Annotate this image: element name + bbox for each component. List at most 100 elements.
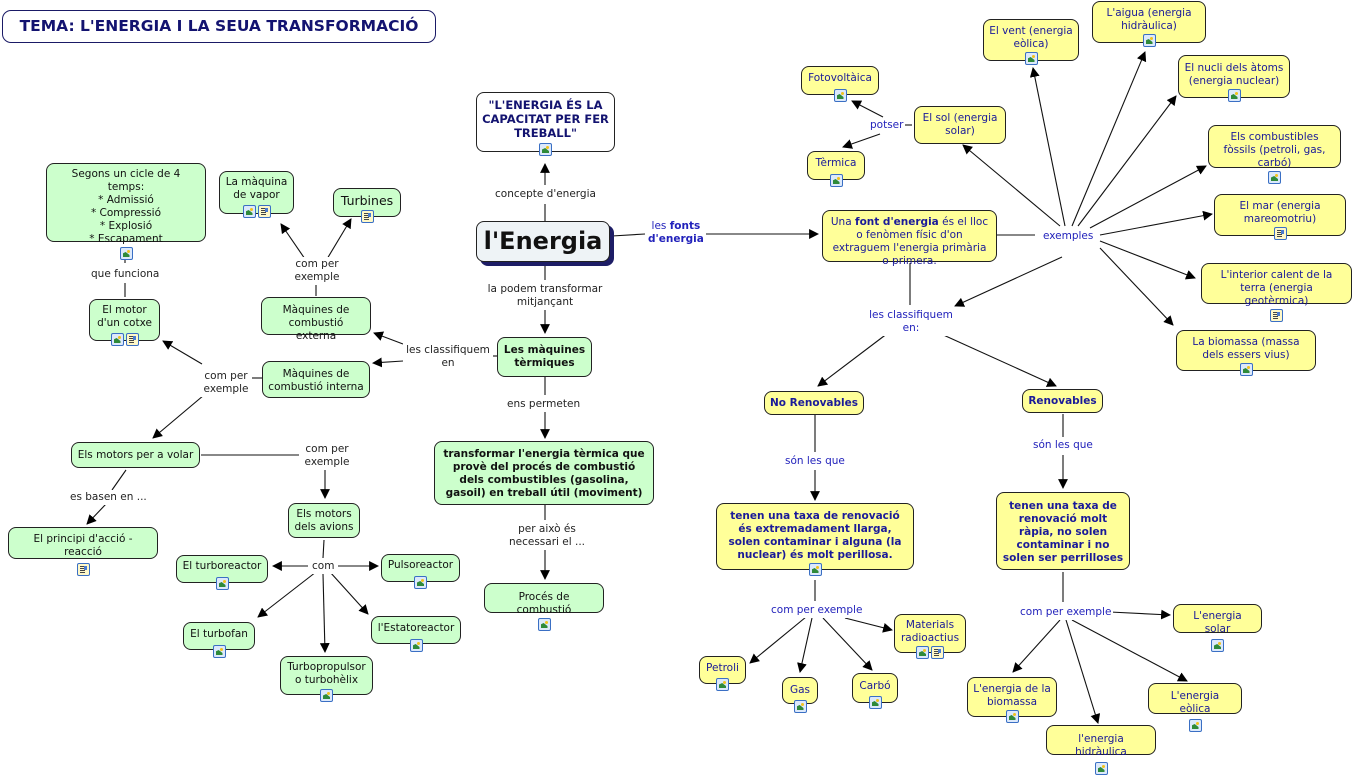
document-resource-icon[interactable]	[1270, 309, 1283, 322]
node-energia-biomassa[interactable]: L'energia de la biomassa	[967, 677, 1057, 723]
image-resource-icon[interactable]	[793, 700, 807, 713]
node-fotovoltaica[interactable]: Fotovoltàica	[801, 66, 879, 102]
node-text: Els motors dels avions	[294, 508, 354, 533]
link-com-per-exemple-ext: com per exemple	[289, 257, 345, 285]
image-resource-icon[interactable]	[409, 639, 423, 652]
node-combustibles-fossils[interactable]: Els combustibles fòssils (petroli, gas, …	[1208, 125, 1341, 184]
node-text: Fotovoltàica	[808, 72, 872, 84]
node-combustio-interna[interactable]: Màquines de combustió interna	[262, 361, 370, 398]
node-font-energia-definicio[interactable]: Una font d'energia és el lloc o fenòmen …	[822, 210, 997, 267]
node-energia-hidraulica[interactable]: l'energia hidràulica	[1046, 725, 1156, 775]
link-son-les-que-nr: són les que	[783, 454, 847, 469]
image-resource-icon[interactable]	[110, 333, 124, 346]
node-biomassa-font[interactable]: La biomassa (massa dels essers vius)	[1176, 330, 1316, 376]
document-resource-icon[interactable]	[360, 210, 374, 223]
document-resource-icon[interactable]	[125, 333, 139, 346]
node-principi-accio-reaccio[interactable]: El principi d'acció - reacció	[8, 527, 158, 576]
document-resource-icon[interactable]	[1273, 227, 1287, 240]
node-text: El mar (energia mareomotriu)	[1239, 200, 1321, 225]
node-gas[interactable]: Gas	[782, 677, 818, 713]
image-resource-icon[interactable]	[833, 89, 847, 102]
node-pulsoreactor[interactable]: Pulsoreactor	[381, 554, 460, 589]
central-concept-node[interactable]: l'Energia	[476, 221, 610, 262]
node-text: Petroli	[706, 662, 739, 674]
node-geotermica[interactable]: L'interior calent de la terra (energia g…	[1201, 263, 1352, 322]
node-text: El nucli dels àtoms (energia nuclear)	[1184, 62, 1284, 87]
image-resource-icon[interactable]	[414, 576, 427, 589]
link-que-funciona: que funciona	[89, 267, 162, 282]
image-resource-icon[interactable]	[1005, 710, 1019, 723]
image-resource-icon[interactable]	[829, 174, 843, 187]
node-turbofan[interactable]: El turbofan	[183, 622, 255, 658]
node-energia-solar[interactable]: L'energia solar	[1173, 604, 1262, 652]
node-motor-cotxe[interactable]: El motor d'un cotxe	[89, 299, 160, 346]
image-resource-icon[interactable]	[1142, 34, 1156, 47]
link-aixo: per això és necessari el ...	[505, 522, 589, 550]
node-el-sol[interactable]: El sol (energia solar)	[914, 106, 1006, 144]
image-resource-icon[interactable]	[716, 678, 729, 691]
image-resource-icon[interactable]	[1188, 719, 1202, 732]
node-text: l'energia hidràulica	[1075, 733, 1127, 758]
image-resource-icon[interactable]	[916, 646, 929, 659]
node-text: L'energia solar	[1193, 610, 1242, 635]
image-resource-icon[interactable]	[808, 563, 822, 576]
node-cicle-4-temps[interactable]: Segons un cicle de 4 temps: * Admissió *…	[46, 163, 206, 260]
node-energia-eolica[interactable]: L'energia eòlica	[1148, 683, 1242, 732]
link-potser: potser	[868, 118, 906, 133]
node-estatoreactor[interactable]: l'Estatoreactor	[371, 616, 461, 652]
image-resource-icon[interactable]	[1268, 171, 1281, 184]
node-no-renovables[interactable]: No Renovables	[764, 391, 864, 415]
node-turbopropulsor[interactable]: Turbopropulsor o turbohèlix	[280, 656, 373, 702]
image-resource-icon[interactable]	[1094, 762, 1108, 775]
image-resource-icon[interactable]	[537, 618, 551, 631]
document-resource-icon[interactable]	[257, 205, 271, 218]
image-resource-icon[interactable]	[215, 577, 229, 590]
node-carbo[interactable]: Carbó	[852, 673, 898, 709]
node-renovables[interactable]: Renovables	[1022, 389, 1103, 413]
node-transformar[interactable]: transformar l'energia tèrmica que provè …	[434, 441, 654, 505]
node-turbines[interactable]: Turbines	[333, 188, 401, 223]
image-resource-icon[interactable]	[868, 696, 882, 709]
document-resource-icon[interactable]	[931, 646, 944, 659]
node-text: Els combustibles fòssils (petroli, gas, …	[1223, 131, 1326, 169]
node-text: El vent (energia eòlica)	[989, 25, 1073, 50]
node-renovables-desc[interactable]: tenen una taxa de renovació molt ràpia, …	[996, 492, 1130, 570]
image-resource-icon[interactable]	[242, 205, 256, 218]
node-text: No Renovables	[770, 397, 858, 409]
node-combustio-externa[interactable]: Màquines de combustió externa	[261, 297, 371, 342]
node-motors-avions[interactable]: Els motors dels avions	[288, 503, 360, 538]
image-resource-icon[interactable]	[1211, 639, 1224, 652]
link-com-per-exemple-volar: com per exemple	[299, 442, 355, 470]
image-resource-icon[interactable]	[1227, 89, 1241, 102]
node-maquina-vapor[interactable]: La màquina de vapor	[219, 171, 294, 218]
image-resource-icon[interactable]	[212, 645, 226, 658]
node-no-renovables-desc[interactable]: tenen una taxa de renovació és extremada…	[716, 503, 914, 576]
node-turboreactor[interactable]: El turboreactor	[176, 555, 268, 590]
node-nucli-atoms[interactable]: El nucli dels àtoms (energia nuclear)	[1178, 55, 1290, 102]
node-motors-volar[interactable]: Els motors per a volar	[71, 442, 200, 468]
image-resource-icon[interactable]	[320, 689, 333, 702]
image-resource-icon[interactable]	[539, 143, 552, 156]
node-text: Tèrmica	[815, 157, 857, 169]
node-text: El sol (energia solar)	[922, 112, 998, 137]
link-concepte: concepte d'energia	[493, 187, 598, 202]
node-aigua[interactable]: L'aigua (energia hidràulica)	[1092, 1, 1206, 47]
node-el-vent[interactable]: El vent (energia eòlica)	[983, 19, 1079, 65]
node-maquines-termiques[interactable]: Les màquines tèrmiques	[497, 337, 592, 377]
node-termica[interactable]: Tèrmica	[807, 151, 865, 187]
image-resource-icon[interactable]	[119, 247, 133, 260]
image-resource-icon[interactable]	[1239, 363, 1253, 376]
node-text: l'Estatoreactor	[377, 622, 455, 634]
link-basen: es basen en ...	[68, 490, 149, 505]
node-el-mar[interactable]: El mar (energia mareomotriu)	[1214, 194, 1346, 240]
link-com-per-exemple-nr: com per exemple	[769, 603, 865, 618]
cicle-line: * Explosió	[99, 220, 153, 232]
image-resource-icon[interactable]	[1024, 52, 1038, 65]
node-text: transformar l'energia tèrmica que provè …	[443, 448, 645, 499]
definition-node[interactable]: "L'ENERGIA ÉS LA CAPACITAT PER FER TREBA…	[476, 92, 615, 156]
cicle-line: * Admissió	[98, 194, 154, 206]
node-petroli[interactable]: Petroli	[699, 656, 746, 691]
document-resource-icon[interactable]	[76, 563, 90, 576]
node-proces-combustio[interactable]: Procés de combustió	[484, 583, 604, 631]
node-materials-radioactius[interactable]: Materials radioactius	[894, 614, 966, 659]
